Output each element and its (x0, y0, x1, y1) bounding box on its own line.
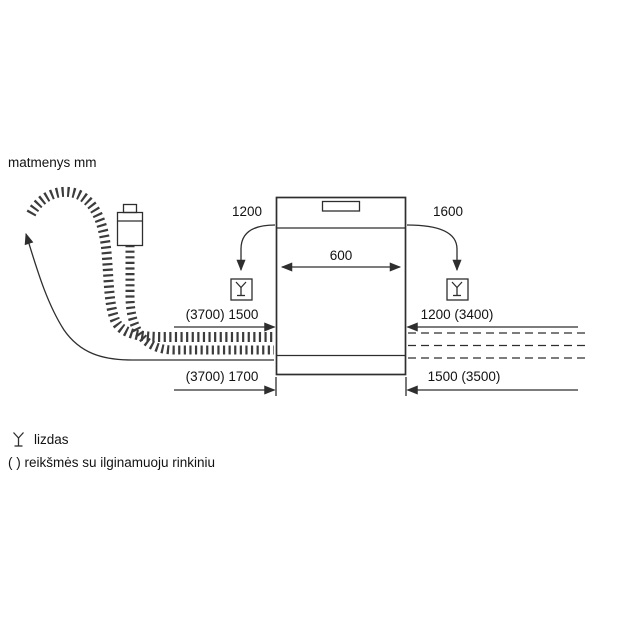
hose-group (24, 186, 274, 361)
power-cord (24, 232, 274, 361)
right-hose-extensions (408, 332, 586, 359)
row1-left-label: (3700) 1500 (186, 307, 259, 322)
dishwasher-outline (275, 196, 407, 376)
row2-right-label: 1500 (3500) (428, 369, 501, 384)
width-label: 600 (330, 248, 353, 263)
right-socket-arrow (406, 224, 462, 272)
socket-legend-label: lizdas (34, 432, 69, 447)
right-socket-group: 1600 (406, 204, 468, 300)
left-socket-icon (231, 279, 252, 300)
units-label: matmenys mm (8, 155, 97, 170)
aquastop-body (116, 211, 144, 247)
left-socket-arrow (236, 224, 276, 272)
width-dimension: 600 (280, 248, 402, 272)
legend: lizdas ( ) reikšmės su ilginamuoju rinki… (8, 431, 215, 470)
socket-legend-icon (12, 431, 25, 447)
aquastop-valve (116, 203, 144, 247)
dimension-row-2: (3700) 1700 1500 (3500) (174, 369, 578, 396)
control-panel (321, 200, 361, 212)
left-socket-group: 1200 (231, 204, 276, 300)
dishwasher (275, 196, 407, 376)
left-socket-distance-label: 1200 (232, 204, 262, 219)
row2-left-label: (3700) 1700 (186, 369, 259, 384)
extension-kit-note: ( ) reikšmės su ilginamuoju rinkiniu (8, 455, 215, 470)
drain-hose (26, 186, 274, 342)
right-socket-icon (447, 279, 468, 300)
aquastop-cap (122, 203, 138, 214)
dimension-row-1: (3700) 1500 1200 (3400) (174, 307, 578, 332)
row1-right-label: 1200 (3400) (421, 307, 494, 322)
right-socket-distance-label: 1600 (433, 204, 463, 219)
